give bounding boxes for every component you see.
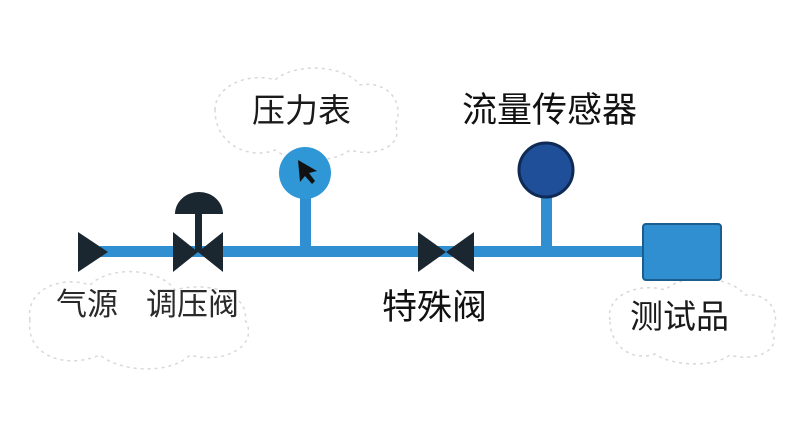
gauge-branch-pipe (300, 190, 311, 252)
regulator-dome (175, 192, 223, 214)
regulator-stem (195, 212, 202, 252)
special-right-triangle (446, 232, 474, 272)
cloud-right-outline (608, 277, 777, 365)
label-gauge: 压力表 (252, 91, 351, 130)
label-flow-sensor: 流量传感器 (462, 91, 638, 131)
main-pipe (100, 246, 655, 257)
special-left-triangle (418, 232, 446, 272)
pressure-gauge-icon (279, 147, 331, 199)
pressure-regulating-valve-icon (173, 192, 223, 272)
special-valve-icon (418, 232, 474, 272)
test-item-icon (642, 223, 722, 281)
gauge-pointer-icon (298, 160, 317, 184)
label-source: 气源 (56, 287, 118, 323)
sensor-branch-pipe (541, 190, 552, 252)
label-regulator: 调压阀 (146, 287, 239, 323)
label-special-valve: 特殊阀 (382, 288, 488, 328)
source-valve-triangle-icon (78, 232, 108, 272)
flow-sensor-icon (517, 141, 575, 199)
cloud-gauge-outline (214, 67, 399, 161)
background-clouds (28, 67, 777, 370)
label-test-item: 测试品 (630, 297, 729, 336)
regulator-left-triangle (173, 232, 198, 272)
regulator-right-triangle (198, 232, 223, 272)
